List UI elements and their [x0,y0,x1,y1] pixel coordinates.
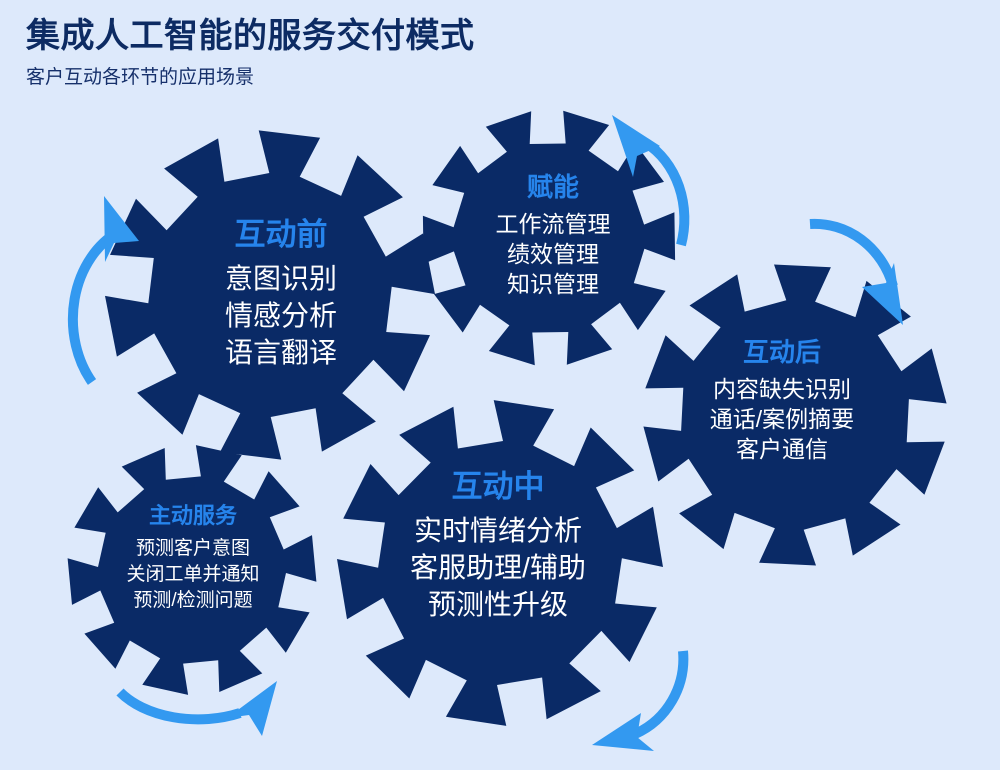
gear-during-interaction[interactable] [337,400,663,726]
arrow-bottomleft-right [116,681,277,736]
header: 集成人工智能的服务交付模式 客户互动各环节的应用场景 [26,14,926,92]
page-subtitle: 客户互动各环节的应用场景 [26,67,255,88]
arrow-right-down [809,218,903,325]
arrow-top-upleft [612,115,690,247]
page-title: 集成人工智能的服务交付模式 [26,17,475,55]
gear-post-interaction[interactable] [643,264,947,566]
gear-enablement[interactable] [422,110,676,366]
arrow-bottom-left [592,650,689,751]
gear-proactive-service[interactable] [67,445,317,695]
gear-pre-interaction[interactable] [105,130,435,460]
arrow-left-up [67,196,139,385]
